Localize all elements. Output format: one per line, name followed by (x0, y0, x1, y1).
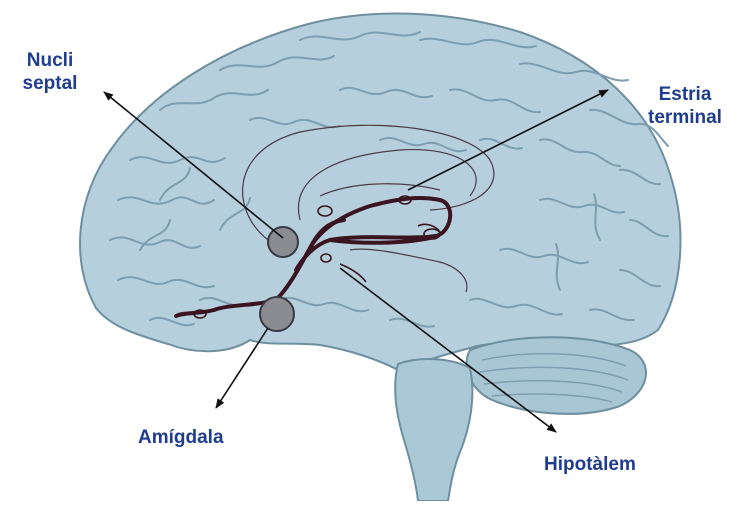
label-hypothalamus: Hipotàlem (544, 453, 684, 476)
label-stria-line1: Estria (630, 83, 740, 106)
brainstem (395, 359, 472, 501)
label-septal-line2: septal (8, 72, 92, 95)
label-stria-terminalis: Estria terminal (630, 83, 740, 129)
label-septal-nuclei: Nucli septal (8, 49, 92, 95)
cerebellum (467, 337, 646, 414)
label-septal-line1: Nucli (8, 49, 92, 72)
cerebrum-outline (80, 14, 680, 372)
label-stria-line2: terminal (630, 106, 740, 129)
septal-nucleus (268, 227, 298, 257)
label-amygdala-text: Amígdala (138, 426, 268, 449)
label-amygdala: Amígdala (138, 426, 268, 449)
amygdala-nucleus (260, 297, 294, 331)
label-hypothalamus-text: Hipotàlem (544, 453, 684, 476)
